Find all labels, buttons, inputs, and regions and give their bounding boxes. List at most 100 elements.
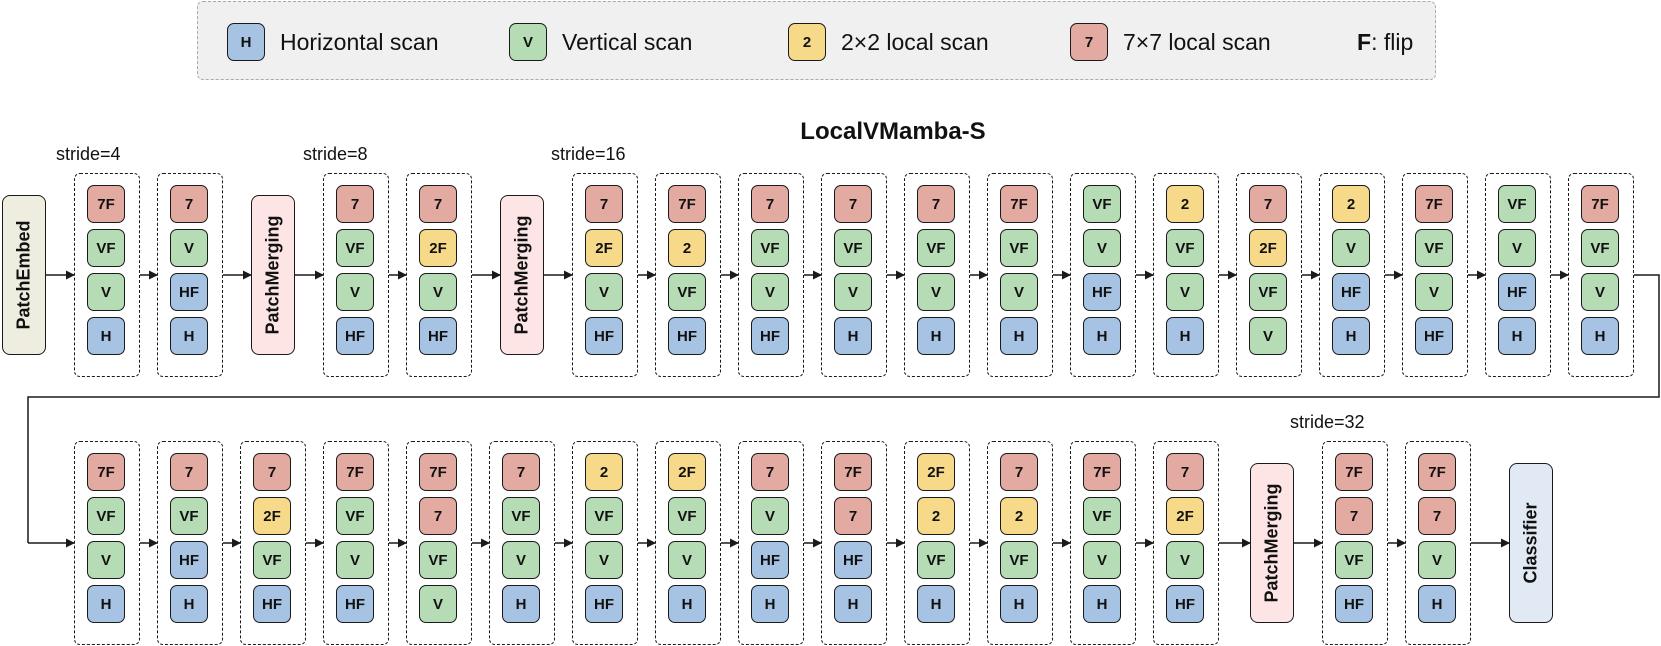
scan-chip: V <box>1000 273 1038 311</box>
scan-chip: 2 <box>668 229 706 267</box>
scan-chip: 7 <box>751 185 789 223</box>
scan-chip: VF <box>585 497 623 535</box>
scan-chip: V <box>1083 229 1121 267</box>
scan-chip: HF <box>585 585 623 623</box>
diagram-title: LocalVMamba-S <box>800 118 986 145</box>
scan-chip: VF <box>917 541 955 579</box>
scan-chip: 2F <box>1166 497 1204 535</box>
scan-chip: HF <box>1498 273 1536 311</box>
scan-chip: 2 <box>1332 185 1370 223</box>
scan-chip: 2 <box>585 453 623 491</box>
patch-embed-module: PatchEmbed <box>2 195 46 355</box>
legend-chip-vertical: V <box>509 23 547 61</box>
scan-chip: 7F <box>1000 185 1038 223</box>
stride-label-8: stride=8 <box>303 144 368 164</box>
scan-chip: 7 <box>419 497 457 535</box>
scan-chip: HF <box>1166 585 1204 623</box>
scan-chip: H <box>751 585 789 623</box>
scan-chip: V <box>1415 273 1453 311</box>
scan-chip: H <box>87 317 125 355</box>
legend-chip-local2: 2 <box>788 23 826 61</box>
scan-chip: 2F <box>1249 229 1287 267</box>
scan-chip: 7 <box>1000 453 1038 491</box>
scan-chip: 2F <box>917 453 955 491</box>
legend-chip-horizontal: H <box>227 23 265 61</box>
scan-chip: 7 <box>834 185 872 223</box>
scan-chip: V <box>1249 317 1287 355</box>
scan-chip: 2F <box>668 453 706 491</box>
scan-chip: HF <box>751 317 789 355</box>
scan-chip: VF <box>1000 229 1038 267</box>
scan-chip: V <box>834 273 872 311</box>
scan-chip: HF <box>170 273 208 311</box>
scan-chip: H <box>1581 317 1619 355</box>
scan-chip: HF <box>751 541 789 579</box>
scan-chip: V <box>917 273 955 311</box>
scan-chip: HF <box>419 317 457 355</box>
scan-chip: HF <box>1332 273 1370 311</box>
legend-item-horizontal: H Horizontal scan <box>227 21 439 63</box>
scan-chip: V <box>751 273 789 311</box>
scan-chip: VF <box>87 229 125 267</box>
patch-merging-label-2: PatchMerging <box>511 215 532 335</box>
scan-chip: HF <box>253 585 291 623</box>
scan-chip: 7F <box>87 453 125 491</box>
scan-chip: 7 <box>1418 497 1456 535</box>
scan-chip: 7F <box>1418 453 1456 491</box>
scan-chip: HF <box>1083 273 1121 311</box>
scan-chip: VF <box>1581 229 1619 267</box>
scan-chip: 7F <box>419 453 457 491</box>
scan-chip: VF <box>170 497 208 535</box>
patch-embed-label: PatchEmbed <box>13 220 34 330</box>
scan-chip: 7F <box>834 453 872 491</box>
scan-chip: 7F <box>1415 185 1453 223</box>
scan-chip: V <box>419 273 457 311</box>
scan-chip: V <box>170 229 208 267</box>
scan-chip: HF <box>1335 585 1373 623</box>
patch-merging-module-1: PatchMerging <box>251 195 295 355</box>
scan-chip: 2F <box>585 229 623 267</box>
scan-chip: VF <box>1000 541 1038 579</box>
scan-chip: 7 <box>336 185 374 223</box>
scan-chip: VF <box>751 229 789 267</box>
legend: H Horizontal scan V Vertical scan 2 2×2 … <box>197 1 1436 80</box>
scan-chip: 7 <box>751 453 789 491</box>
scan-chip: H <box>1166 317 1204 355</box>
legend-label-horizontal: Horizontal scan <box>280 28 439 55</box>
classifier-module: Classifier <box>1509 463 1553 623</box>
scan-chip: 7 <box>917 185 955 223</box>
scan-chip: 7 <box>834 497 872 535</box>
scan-chip: 7 <box>253 453 291 491</box>
classifier-label: Classifier <box>1520 502 1541 584</box>
scan-chip: V <box>1332 229 1370 267</box>
scan-chip: 2 <box>1166 185 1204 223</box>
scan-chip: VF <box>419 541 457 579</box>
scan-chip: V <box>585 273 623 311</box>
scan-chip: 7 <box>1249 185 1287 223</box>
scan-chip: 2 <box>917 497 955 535</box>
scan-chip: VF <box>1083 185 1121 223</box>
scan-chip: HF <box>170 541 208 579</box>
scan-chip: VF <box>917 229 955 267</box>
